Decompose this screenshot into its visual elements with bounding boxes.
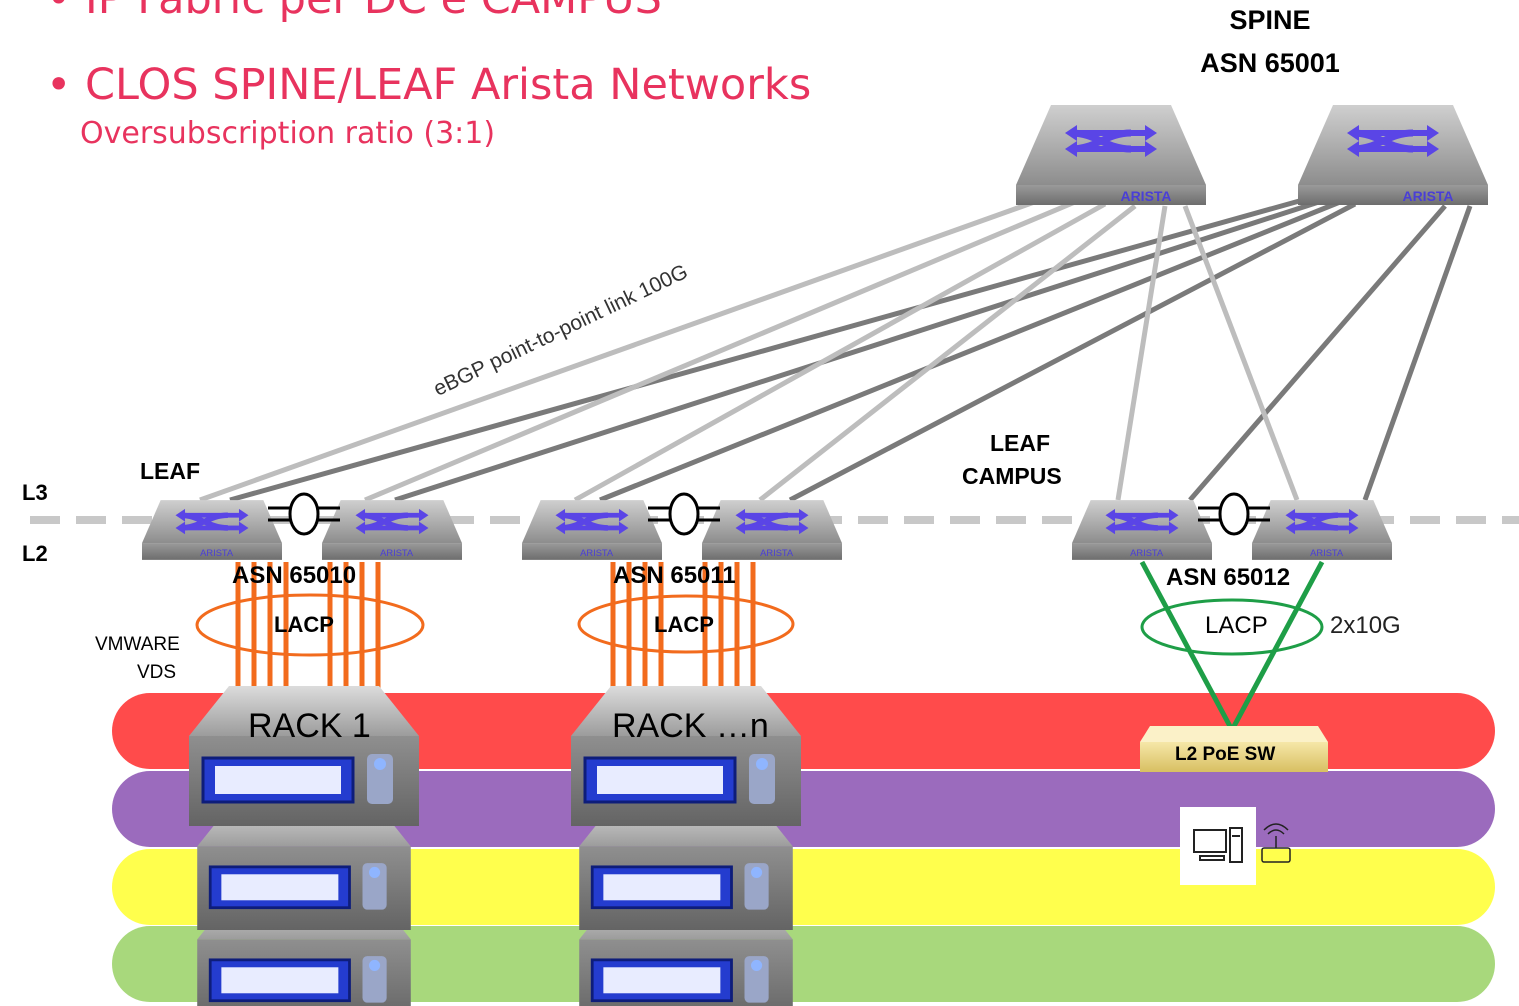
uplink bbox=[788, 201, 1357, 503]
uplink bbox=[1362, 205, 1473, 501]
leaf-switch-1a bbox=[142, 500, 282, 560]
mlag-peer-links bbox=[268, 492, 1270, 536]
vmware-label: VMWARE bbox=[95, 634, 180, 655]
vlan-band-green bbox=[112, 926, 1495, 1002]
spine-title: SPINE bbox=[1229, 5, 1311, 35]
uplink bbox=[599, 199, 1341, 503]
ebgp-links bbox=[199, 195, 1473, 503]
vds-label: VDS bbox=[137, 662, 177, 683]
rack-1-label: RACK 1 bbox=[248, 707, 371, 745]
layer-l3-label: L3 bbox=[22, 480, 48, 505]
uplink bbox=[199, 197, 1041, 503]
uplink bbox=[758, 204, 1137, 502]
vlan-bands bbox=[112, 693, 1495, 1002]
pod-2-asn: ASN 65011 bbox=[613, 562, 736, 589]
leaf-campus-switch-a bbox=[1072, 500, 1212, 560]
vlan-band-yellow bbox=[112, 849, 1495, 925]
layer-l2-label: L2 bbox=[22, 541, 48, 566]
campus-endpoints bbox=[1180, 807, 1291, 885]
leaf-campus-switch-b bbox=[1252, 500, 1392, 560]
leaf-campus-title-2: CAMPUS bbox=[962, 463, 1062, 489]
spine-asn: ASN 65001 bbox=[1200, 48, 1340, 78]
vlan-band-purple bbox=[112, 771, 1495, 847]
lacp-ring-2 bbox=[577, 594, 795, 654]
leaf-switch-2b bbox=[702, 500, 842, 560]
leaf-switch-1b bbox=[322, 500, 462, 560]
leaf-title: LEAF bbox=[140, 458, 201, 484]
uplink bbox=[1182, 205, 1300, 501]
leaf-campus-title-1: LEAF bbox=[990, 430, 1051, 456]
uplink bbox=[1188, 204, 1447, 502]
rack-n-label: RACK …n bbox=[612, 707, 769, 745]
uplink bbox=[1115, 205, 1168, 501]
poe-switch bbox=[1140, 726, 1328, 772]
lacp-bundle-rack-1 bbox=[235, 562, 381, 690]
bullet-clos: • CLOS SPINE/LEAF Arista Networks bbox=[46, 60, 812, 110]
pod-3-lacp: LACP bbox=[1205, 612, 1268, 639]
spine-switch-2 bbox=[1298, 105, 1488, 205]
pod-3-asn: ASN 65012 bbox=[1166, 564, 1291, 591]
pod-1-asn: ASN 65010 bbox=[232, 562, 357, 589]
poe-switch-label: L2 PoE SW bbox=[1175, 744, 1276, 765]
uplink bbox=[364, 199, 1076, 503]
lacp-bundle-rack-n bbox=[610, 562, 756, 690]
lacp-ring-3 bbox=[1140, 598, 1324, 656]
campus-lacp bbox=[1139, 560, 1325, 732]
oversubscription-ratio: Oversubscription ratio (3:1) bbox=[80, 116, 496, 151]
wifi-router-icon bbox=[1261, 823, 1291, 863]
uplink bbox=[229, 195, 1311, 503]
pod-1-lacp: LACP bbox=[274, 612, 334, 637]
uplink bbox=[573, 201, 1107, 503]
bullet-ip-fabric: • IP Fabric per DC e CAMPUS bbox=[46, 0, 662, 24]
campus-uplink-speed: 2x10G bbox=[1330, 612, 1401, 639]
lacp-ring-1 bbox=[195, 593, 425, 657]
pod-2-lacp: LACP bbox=[654, 612, 714, 637]
spine-switch-1 bbox=[1016, 105, 1206, 205]
uplink bbox=[394, 197, 1326, 503]
leaf-switch-2a bbox=[522, 500, 662, 560]
computer-icon bbox=[1193, 827, 1243, 863]
